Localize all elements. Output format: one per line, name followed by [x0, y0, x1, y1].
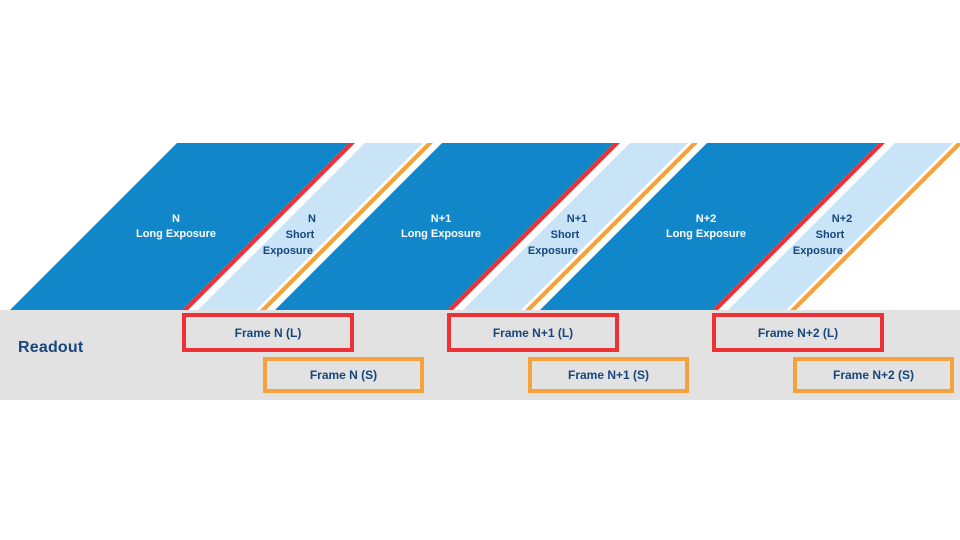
frame-n-plus-2-long-readout-box: Frame N+2 (L): [712, 313, 884, 352]
readout-box-label: Frame N (S): [309, 368, 378, 382]
frame-n-plus-1-short-exposure-shape: [463, 143, 688, 310]
frame-n-plus-1-long-readout-edge-line: [447, 143, 620, 310]
label-line: Exposure: [527, 245, 579, 257]
readout-box-label: Frame N+2 (L): [757, 325, 839, 340]
frame-n-long-exposure-label: N Long Exposure: [91, 212, 261, 242]
label-line: N: [172, 213, 180, 225]
readout-box-label: Frame N (L): [234, 325, 302, 340]
label-line: Long Exposure: [135, 228, 217, 240]
readout-band-label: Readout: [18, 339, 84, 356]
frame-n-short-readout-box: Frame N (S): [263, 357, 424, 393]
frame-n-plus-1-long-exposure-shape: [275, 143, 614, 310]
frame-n-plus-2-long-readout-edge-line: [712, 143, 885, 310]
label-line: Long Exposure: [665, 228, 747, 240]
label-line: N: [308, 213, 316, 225]
frame-n-long-readout-box: Frame N (L): [182, 313, 354, 352]
frame-n-plus-1-long-readout-box: Frame N+1 (L): [447, 313, 619, 352]
readout-box-label: Frame N+1 (S): [567, 368, 650, 382]
frame-n-long-exposure-shape: [10, 143, 349, 310]
readout-box-label: Frame N+1 (L): [492, 325, 574, 340]
frame-n-plus-2-short-exposure-shape: [728, 143, 953, 310]
frame-n-plus-2-long-exposure-shape: [540, 143, 879, 310]
readout-box-label: Frame N+2 (S): [832, 368, 915, 382]
label-line: Short: [815, 229, 845, 241]
frame-n-short-readout-edge-line: [260, 143, 433, 310]
label-line: Short: [550, 229, 580, 241]
frame-n-plus-2-short-readout-edge-line: [790, 143, 960, 310]
label-line: N+1: [566, 213, 588, 225]
label-line: Exposure: [262, 245, 314, 257]
frame-n-long-readout-edge-line: [182, 143, 355, 310]
frame-n-plus-1-short-readout-box: Frame N+1 (S): [528, 357, 689, 393]
frame-n-short-exposure-shape: [198, 143, 423, 310]
readout-band: [0, 310, 960, 400]
label-line: Exposure: [792, 245, 844, 257]
frame-n-plus-2-short-readout-box: Frame N+2 (S): [793, 357, 954, 393]
label-line: N+2: [831, 213, 853, 225]
frame-n-plus-1-short-readout-edge-line: [525, 143, 698, 310]
label-line: Long Exposure: [400, 228, 482, 240]
label-line: N+1: [430, 213, 452, 225]
label-line: N+2: [695, 213, 717, 225]
label-line: Short: [285, 229, 315, 241]
